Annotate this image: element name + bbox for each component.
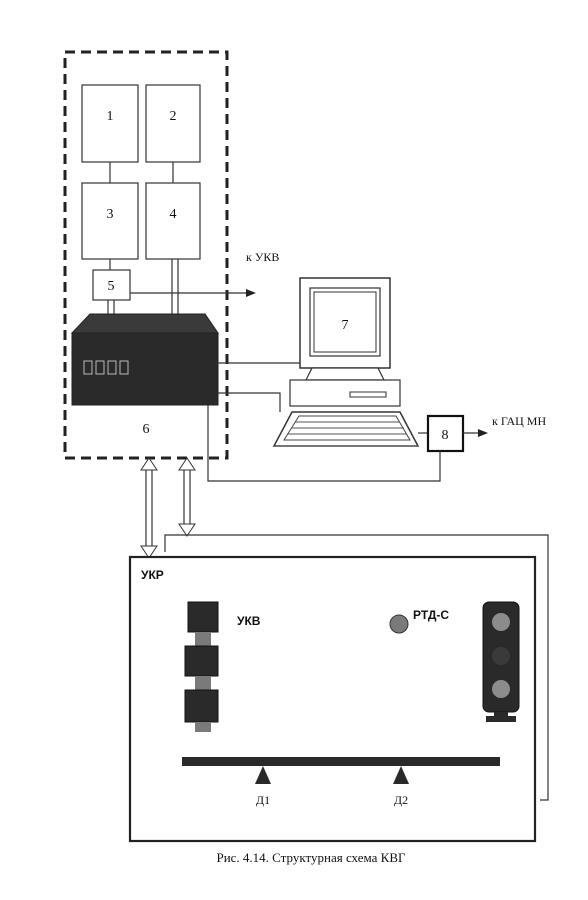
block-2-label: 2 — [170, 109, 177, 124]
block-8: 8 — [426, 414, 465, 453]
d2-label: Д2 — [394, 793, 408, 807]
d1-label: Д1 — [256, 793, 270, 807]
signal-lamp-top — [492, 613, 510, 631]
to-gac-label: к ГАЦ МН — [492, 414, 546, 428]
block-7-label: 7 — [342, 318, 349, 333]
figure-caption: Рис. 4.14. Структурная схема КВГ — [216, 850, 406, 865]
ukv-device — [184, 601, 219, 732]
indicator-4 — [119, 360, 129, 375]
signal-lamp-bottom — [492, 680, 510, 698]
block-1-label: 1 — [107, 109, 114, 124]
indicator-3 — [107, 360, 117, 375]
block-8-label: 8 — [442, 428, 449, 443]
block-2: 2 — [145, 84, 201, 163]
indicator-2 — [95, 360, 105, 375]
block-1: 1 — [81, 84, 139, 163]
block-5: 5 — [92, 269, 131, 301]
rtd-label: РТД-С — [413, 608, 449, 622]
ukr-label: УКР — [141, 568, 164, 582]
block-3: 3 — [81, 182, 139, 260]
monitor: 7 — [299, 277, 391, 381]
link-6-block8 — [207, 405, 441, 482]
block-3-label: 3 — [107, 207, 114, 222]
block-5-label: 5 — [108, 279, 115, 294]
system-unit — [289, 379, 401, 407]
block-6-label: 6 — [143, 422, 150, 437]
keyboard — [272, 411, 420, 447]
to-ukv-label: к УКВ — [246, 250, 279, 264]
track-bar — [182, 757, 500, 766]
link-6-sysunit — [218, 392, 281, 412]
double-arrow-right — [178, 457, 196, 537]
traffic-light — [482, 601, 520, 722]
arrow-to-gac-head — [478, 429, 488, 437]
sensor-d1-marker — [255, 766, 271, 784]
block-4: 4 — [145, 182, 201, 260]
ukv-label: УКВ — [237, 614, 261, 628]
block-6-device — [70, 313, 219, 406]
ukr-return-line — [164, 534, 549, 801]
double-arrow-left — [140, 457, 158, 559]
dashed-enclosure — [63, 50, 229, 460]
sensor-d2-marker — [393, 766, 409, 784]
indicator-1 — [83, 360, 93, 375]
signal-lamp-middle — [492, 647, 510, 665]
arrow-to-ukv-head — [246, 289, 256, 297]
block-4-label: 4 — [170, 207, 177, 222]
rtd-sensor — [389, 614, 409, 634]
